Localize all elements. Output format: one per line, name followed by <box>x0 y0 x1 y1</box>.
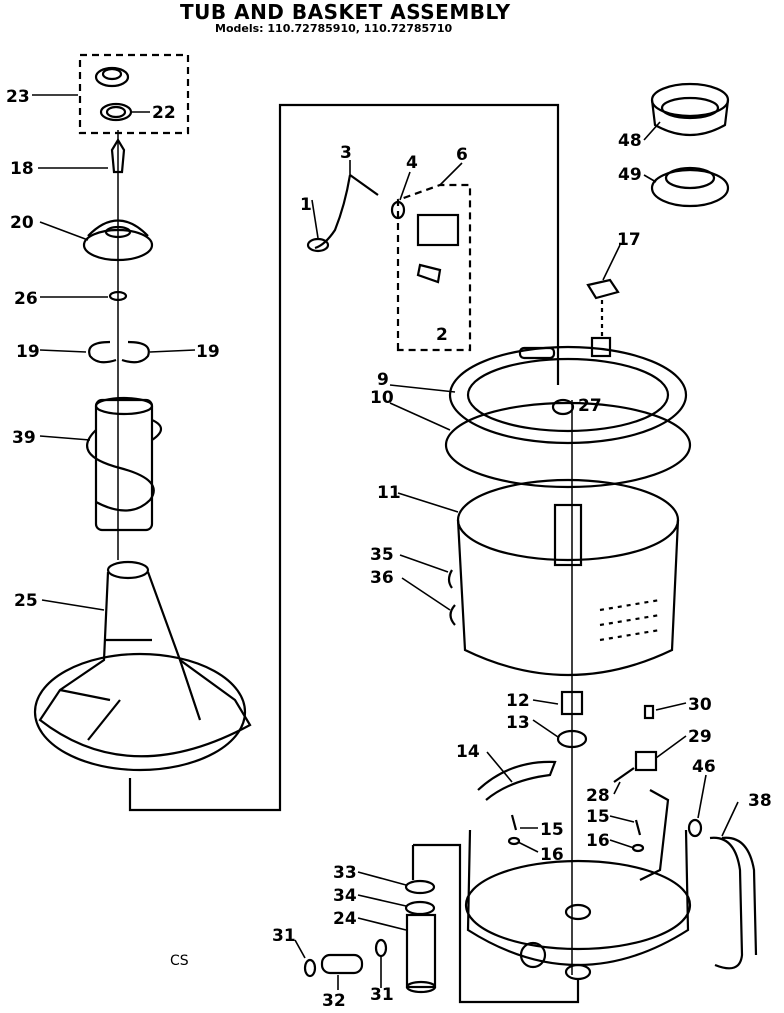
part-11-basket-body <box>456 519 680 676</box>
callout-31-left: 31 <box>272 926 296 946</box>
part-34-seal <box>404 900 436 916</box>
part-32-tube <box>320 953 364 975</box>
part-46-clamp <box>687 818 703 838</box>
callout-17: 17 <box>617 230 641 250</box>
part-49-seal <box>650 168 730 208</box>
part-30-screw <box>643 704 655 720</box>
part-24-pipe <box>405 913 437 989</box>
part-15-screw-right <box>634 819 642 836</box>
callout-15-left: 15 <box>540 820 564 840</box>
callout-16-right: 16 <box>586 831 610 851</box>
part-16-nut-right <box>631 843 645 853</box>
part-25-agitator-body <box>38 571 252 758</box>
callout-46: 46 <box>692 757 716 777</box>
part-29-cap <box>634 750 658 772</box>
part-19-clip-right <box>121 340 150 364</box>
part-9-tub-ring <box>448 345 688 445</box>
callout-6: 6 <box>456 145 468 165</box>
part-11-basket-rim <box>456 478 680 562</box>
callout-33: 33 <box>333 863 357 883</box>
part-39-spiral <box>86 429 155 512</box>
callout-31-right: 31 <box>370 985 394 1005</box>
part-31-clamp-left <box>303 958 317 978</box>
part-31-clamp-right <box>374 938 388 958</box>
part-18-bolt <box>110 137 126 174</box>
callout-10: 10 <box>370 388 394 408</box>
callout-39: 39 <box>12 428 36 448</box>
callout-36: 36 <box>370 568 394 588</box>
callout-49: 49 <box>618 165 642 185</box>
callout-2: 2 <box>436 325 448 345</box>
callout-26: 26 <box>14 289 38 309</box>
part-39-barrel <box>94 398 154 532</box>
part-19-clip-left <box>88 340 117 364</box>
callout-28: 28 <box>586 786 610 806</box>
callout-4: 4 <box>406 153 418 173</box>
callout-1: 1 <box>300 195 312 215</box>
callout-14: 14 <box>456 742 480 762</box>
group-frame-bottom <box>413 843 580 1004</box>
callout-19-left: 19 <box>16 342 40 362</box>
callout-13: 13 <box>506 713 530 733</box>
callout-3: 3 <box>340 143 352 163</box>
callout-38: 38 <box>748 791 772 811</box>
part-1-clamp <box>306 237 330 253</box>
part-23-nut <box>94 66 130 88</box>
callout-19-right: 19 <box>196 342 220 362</box>
callout-24: 24 <box>333 909 357 929</box>
part-6-switch <box>416 213 460 247</box>
part-26-ring <box>108 290 128 302</box>
callout-35: 35 <box>370 545 394 565</box>
part-23-box <box>78 53 190 135</box>
callout-34: 34 <box>333 886 357 906</box>
callout-9: 9 <box>377 370 389 390</box>
callout-18: 18 <box>10 159 34 179</box>
callout-23: 23 <box>6 87 30 107</box>
part-16-nut-left <box>507 836 521 846</box>
part-20-cap <box>82 228 154 262</box>
part-15-screw-left <box>510 814 518 831</box>
part-25-agitator-top <box>106 560 150 580</box>
models-line: Models: 110.72785910, 110.72785710 <box>215 22 453 35</box>
part-17-bracket <box>586 278 620 300</box>
callout-20: 20 <box>10 213 34 233</box>
group-frame-left <box>128 103 560 812</box>
part-3-hose <box>314 174 352 250</box>
callout-32: 32 <box>322 991 346 1011</box>
callout-22: 22 <box>152 103 176 123</box>
part-28-spring <box>613 767 635 783</box>
part-14-outer-tub-base <box>464 859 692 951</box>
callout-25: 25 <box>14 591 38 611</box>
callout-15-right: 15 <box>586 807 610 827</box>
part-33-cap <box>404 879 436 895</box>
part-25-skirt <box>33 652 247 772</box>
callout-48: 48 <box>618 131 642 151</box>
callout-27: 27 <box>578 396 602 416</box>
part-10-gasket <box>444 401 692 489</box>
diagram-title: TUB AND BASKET ASSEMBLY <box>180 0 511 24</box>
callout-11: 11 <box>377 483 401 503</box>
footer-code: CS <box>170 953 189 969</box>
callout-30: 30 <box>688 695 712 715</box>
part-36-clip <box>449 604 456 626</box>
part-35-clip <box>447 569 453 589</box>
callout-16-left: 16 <box>540 845 564 865</box>
part-38-hose <box>709 836 744 970</box>
callout-29: 29 <box>688 727 712 747</box>
callout-12: 12 <box>506 691 530 711</box>
part-14-outer-tub-wall <box>466 829 690 967</box>
part-6-box <box>396 183 472 352</box>
